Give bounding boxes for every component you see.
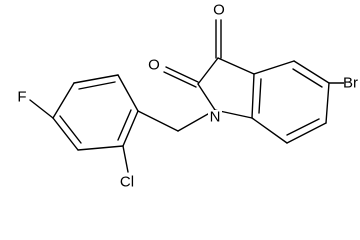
label-background-cl [116, 174, 138, 190]
label-background-n1 [208, 110, 222, 126]
bond-c6-c7-inner [286, 118, 320, 136]
bond-c6p-c1 [117, 74, 139, 112]
label-background-o2 [147, 57, 161, 73]
bond-c2p-c3p [77, 145, 124, 151]
bond-c1-c2p [122, 110, 139, 147]
atom-labels: O O N Br F Cl [16, 2, 360, 191]
bond-c7a-c3a-inner [258, 78, 262, 114]
fluorine-label: F [17, 89, 26, 106]
bond-c5p-c6p-inner [78, 81, 116, 90]
bond-c3a-c4 [253, 60, 295, 75]
nitrogen-label: N [210, 109, 221, 126]
bond-c1-c2p-inner [117, 109, 132, 141]
bond-c7-c7a [251, 117, 288, 144]
label-background-f [16, 89, 29, 105]
bond-c5p-c6p [73, 74, 119, 84]
bond-c2-o-b [163, 71, 197, 88]
bond-c7a-c3a [251, 73, 255, 119]
oxygen-label-c3: O [213, 2, 225, 19]
bond-c3p-c4p-inner [59, 115, 82, 144]
bond-c4p-f [29, 99, 54, 119]
label-background-o3 [212, 2, 226, 18]
label-background-br [344, 75, 360, 91]
bond-c2-n1 [197, 83, 216, 111]
bond-c3p-c4p [52, 117, 79, 151]
bromine-label: Br [343, 75, 358, 92]
chemical-structure-drawing: O O N Br F Cl [16, 2, 360, 191]
bond-c3-c2 [197, 57, 219, 85]
bond-c2p-cl [122, 145, 129, 173]
bond-c2-o-a [165, 66, 199, 83]
bond-lines [29, 19, 347, 173]
bond-c6-c7 [286, 122, 327, 144]
bond-c5-c6 [325, 82, 330, 124]
oxygen-label-c2: O [148, 57, 160, 74]
chlorine-label: Cl [120, 174, 134, 191]
bond-c4-c5-inner [292, 68, 323, 88]
bond-ch2-c1 [137, 110, 179, 132]
bond-c3a-c3 [217, 57, 255, 75]
bond-c4-c5 [293, 60, 330, 84]
bond-c4p-c5p [52, 82, 75, 119]
